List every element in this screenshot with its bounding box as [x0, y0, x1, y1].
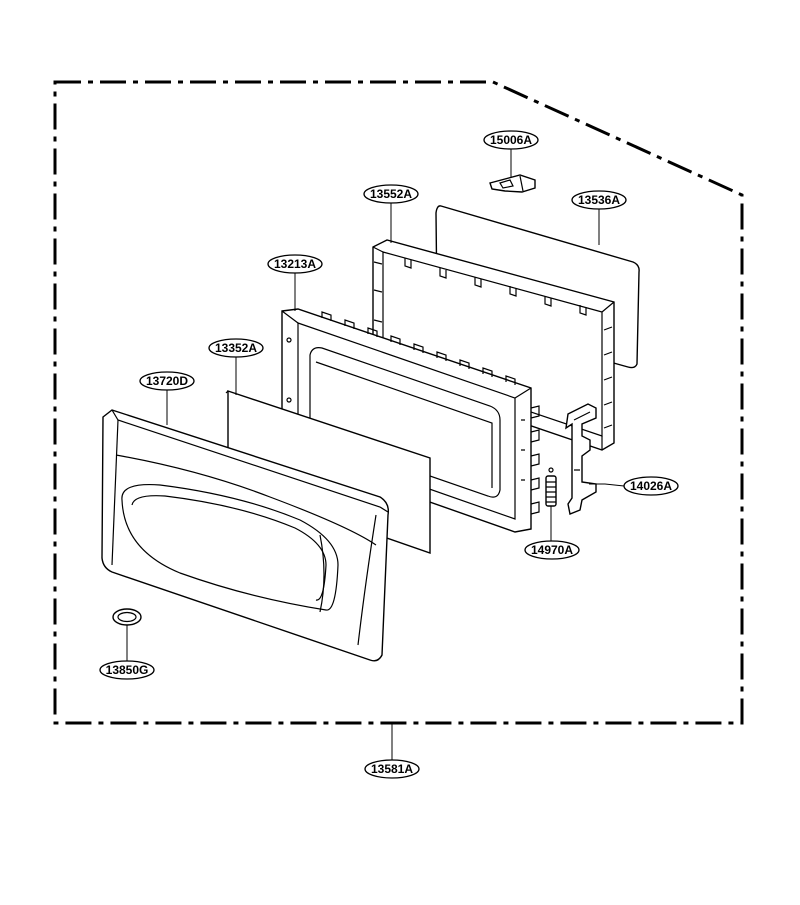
- label-latch-spring: 14970A: [531, 543, 573, 557]
- label-door-front: 13720D: [146, 374, 188, 388]
- latch-hook-leader: [589, 483, 625, 487]
- latch-bracket-part: [489, 174, 536, 193]
- callout-latch-hook: 14026A: [623, 476, 679, 496]
- label-door-frame: 13552A: [370, 187, 412, 201]
- label-door-screen: 13352A: [215, 341, 257, 355]
- callout-door-frame: 13552A: [363, 184, 419, 204]
- latch-hook-part: [565, 403, 597, 515]
- callout-latch-spring: 14970A: [524, 540, 580, 560]
- callout-door-front: 13720D: [139, 371, 195, 391]
- door-frame-part: [372, 239, 615, 451]
- latch-spring-part: [545, 467, 557, 507]
- label-door-button: 13850G: [106, 663, 149, 677]
- callout-door-button: 13850G: [99, 660, 155, 680]
- label-latch-bracket: 15006A: [490, 133, 532, 147]
- label-assembly: 13581A: [371, 762, 413, 776]
- callout-door-screen: 13352A: [208, 338, 264, 358]
- label-latch-hook: 14026A: [630, 479, 672, 493]
- callout-door-panel: 13213A: [267, 254, 323, 274]
- door-front-part: [101, 409, 390, 662]
- callout-assembly: 13581A: [364, 759, 420, 779]
- door-panel-part: [281, 308, 540, 533]
- assembly-boundary: [53, 80, 744, 725]
- label-choke-cover: 13536A: [578, 193, 620, 207]
- door-button-part: [112, 608, 142, 626]
- label-door-panel: 13213A: [274, 257, 316, 271]
- callout-choke-cover: 13536A: [571, 190, 627, 210]
- callout-latch-bracket: 15006A: [483, 130, 539, 150]
